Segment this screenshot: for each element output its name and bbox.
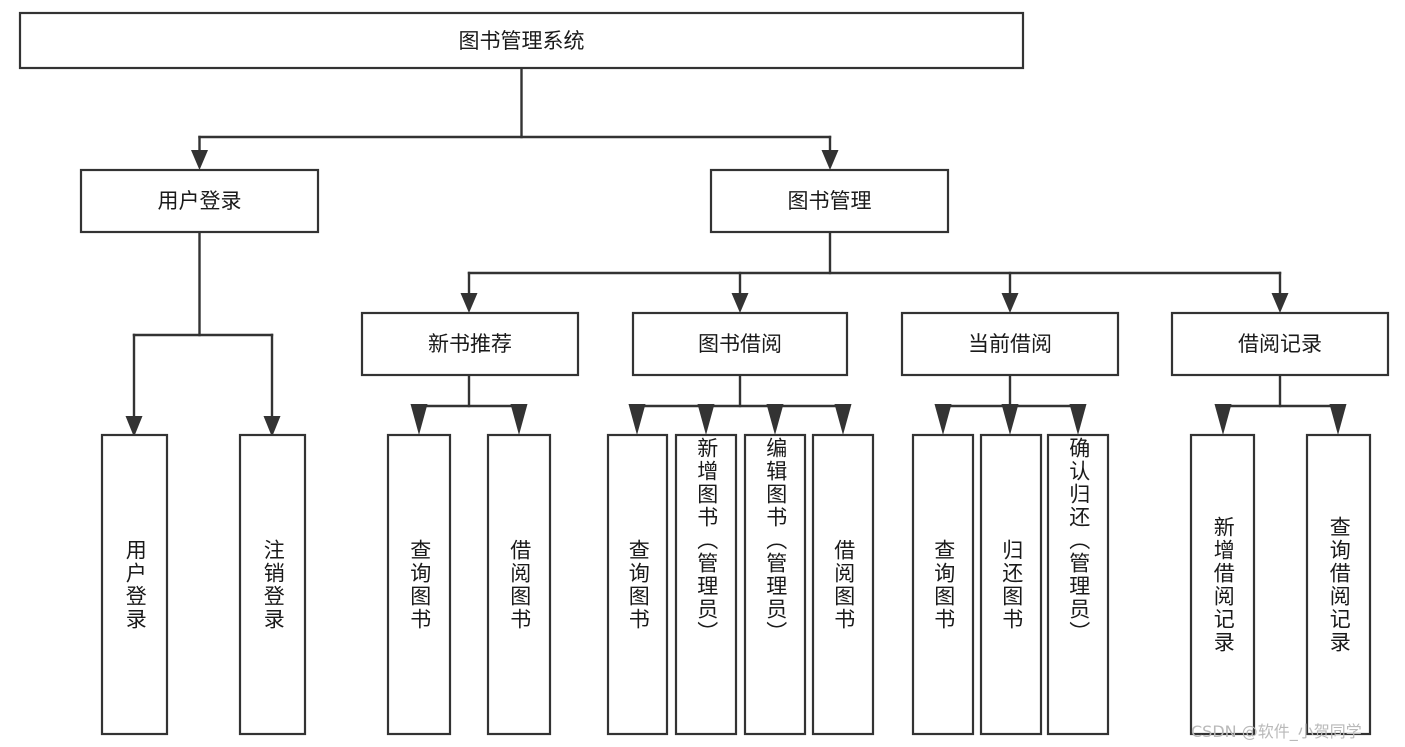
connector-group-root xyxy=(191,66,839,170)
leaf-user-login-2-box[interactable] xyxy=(238,433,307,736)
leaf-new-book-1-box[interactable] xyxy=(386,433,452,736)
arrow-newbook-leaf-2-icon xyxy=(510,404,528,435)
leaf-borrow-1-box[interactable] xyxy=(606,433,669,736)
arrow-borrow-leaf-4-icon xyxy=(834,404,852,435)
arrow-book-l3-2-icon xyxy=(731,293,749,313)
leaf-current-3-box[interactable] xyxy=(1046,433,1110,736)
connector-group-records xyxy=(1214,373,1347,435)
arrow-borrow-leaf-1-icon xyxy=(628,404,646,435)
arrow-newbook-leaf-1-icon xyxy=(410,404,428,435)
leaf-new-book-2-box[interactable] xyxy=(486,433,552,736)
leaf-user-login-1-box[interactable] xyxy=(100,433,169,736)
leaf-borrow-3-box[interactable] xyxy=(743,433,807,736)
node-current-borrow-label: 当前借阅 xyxy=(968,332,1052,356)
connector-group-book-manage xyxy=(460,230,1289,313)
leaf-records-1-box[interactable] xyxy=(1189,433,1256,736)
node-book-manage-box[interactable] xyxy=(709,168,950,234)
node-borrow-records-box[interactable] xyxy=(1170,311,1390,377)
node-book-manage-label: 图书管理 xyxy=(788,189,872,213)
leaf-current-1-box[interactable] xyxy=(911,433,975,736)
node-root-label: 图书管理系统 xyxy=(459,29,585,53)
arrow-book-l3-3-icon xyxy=(1001,293,1019,313)
arrow-user-leaf-2-icon xyxy=(263,416,281,437)
leaf-borrow-4-box[interactable] xyxy=(811,433,875,736)
node-user-login-label: 用户登录 xyxy=(158,189,242,213)
arrow-root-to-book-icon xyxy=(821,150,839,170)
arrow-book-l3-4-icon xyxy=(1271,293,1289,313)
connector-group-new-book xyxy=(410,373,528,435)
connector-group-user-login xyxy=(125,230,281,437)
node-current-borrow-box[interactable] xyxy=(900,311,1120,377)
node-borrow-box[interactable] xyxy=(631,311,849,377)
node-new-book-box[interactable] xyxy=(360,311,580,377)
arrow-records-leaf-1-icon xyxy=(1214,404,1232,435)
leaf-records-2-box[interactable] xyxy=(1305,433,1372,736)
leaf-borrow-2-box[interactable] xyxy=(674,433,738,736)
node-borrow-label: 图书借阅 xyxy=(698,332,782,356)
arrow-root-to-user-icon xyxy=(191,150,208,170)
leaf-current-2-box[interactable] xyxy=(979,433,1043,736)
arrow-current-leaf-2-icon xyxy=(1001,404,1019,435)
node-borrow-records-label: 借阅记录 xyxy=(1238,332,1322,356)
connector-group-borrow xyxy=(628,373,852,435)
arrow-current-leaf-3-icon xyxy=(1069,404,1087,435)
arrow-borrow-leaf-3-icon xyxy=(766,404,784,435)
arrow-current-leaf-1-icon xyxy=(934,404,952,435)
arrow-borrow-leaf-2-icon xyxy=(697,404,715,435)
arrow-book-l3-1-icon xyxy=(460,293,478,313)
node-new-book-label: 新书推荐 xyxy=(428,332,512,356)
node-root-box[interactable] xyxy=(18,11,1025,70)
node-user-login-box[interactable] xyxy=(79,168,320,234)
arrow-records-leaf-2-icon xyxy=(1329,404,1347,435)
watermark-text: CSDN @软件_小贺同学 xyxy=(1191,722,1362,741)
connector-group-current xyxy=(934,373,1087,435)
arrow-user-leaf-1-icon xyxy=(125,416,143,437)
